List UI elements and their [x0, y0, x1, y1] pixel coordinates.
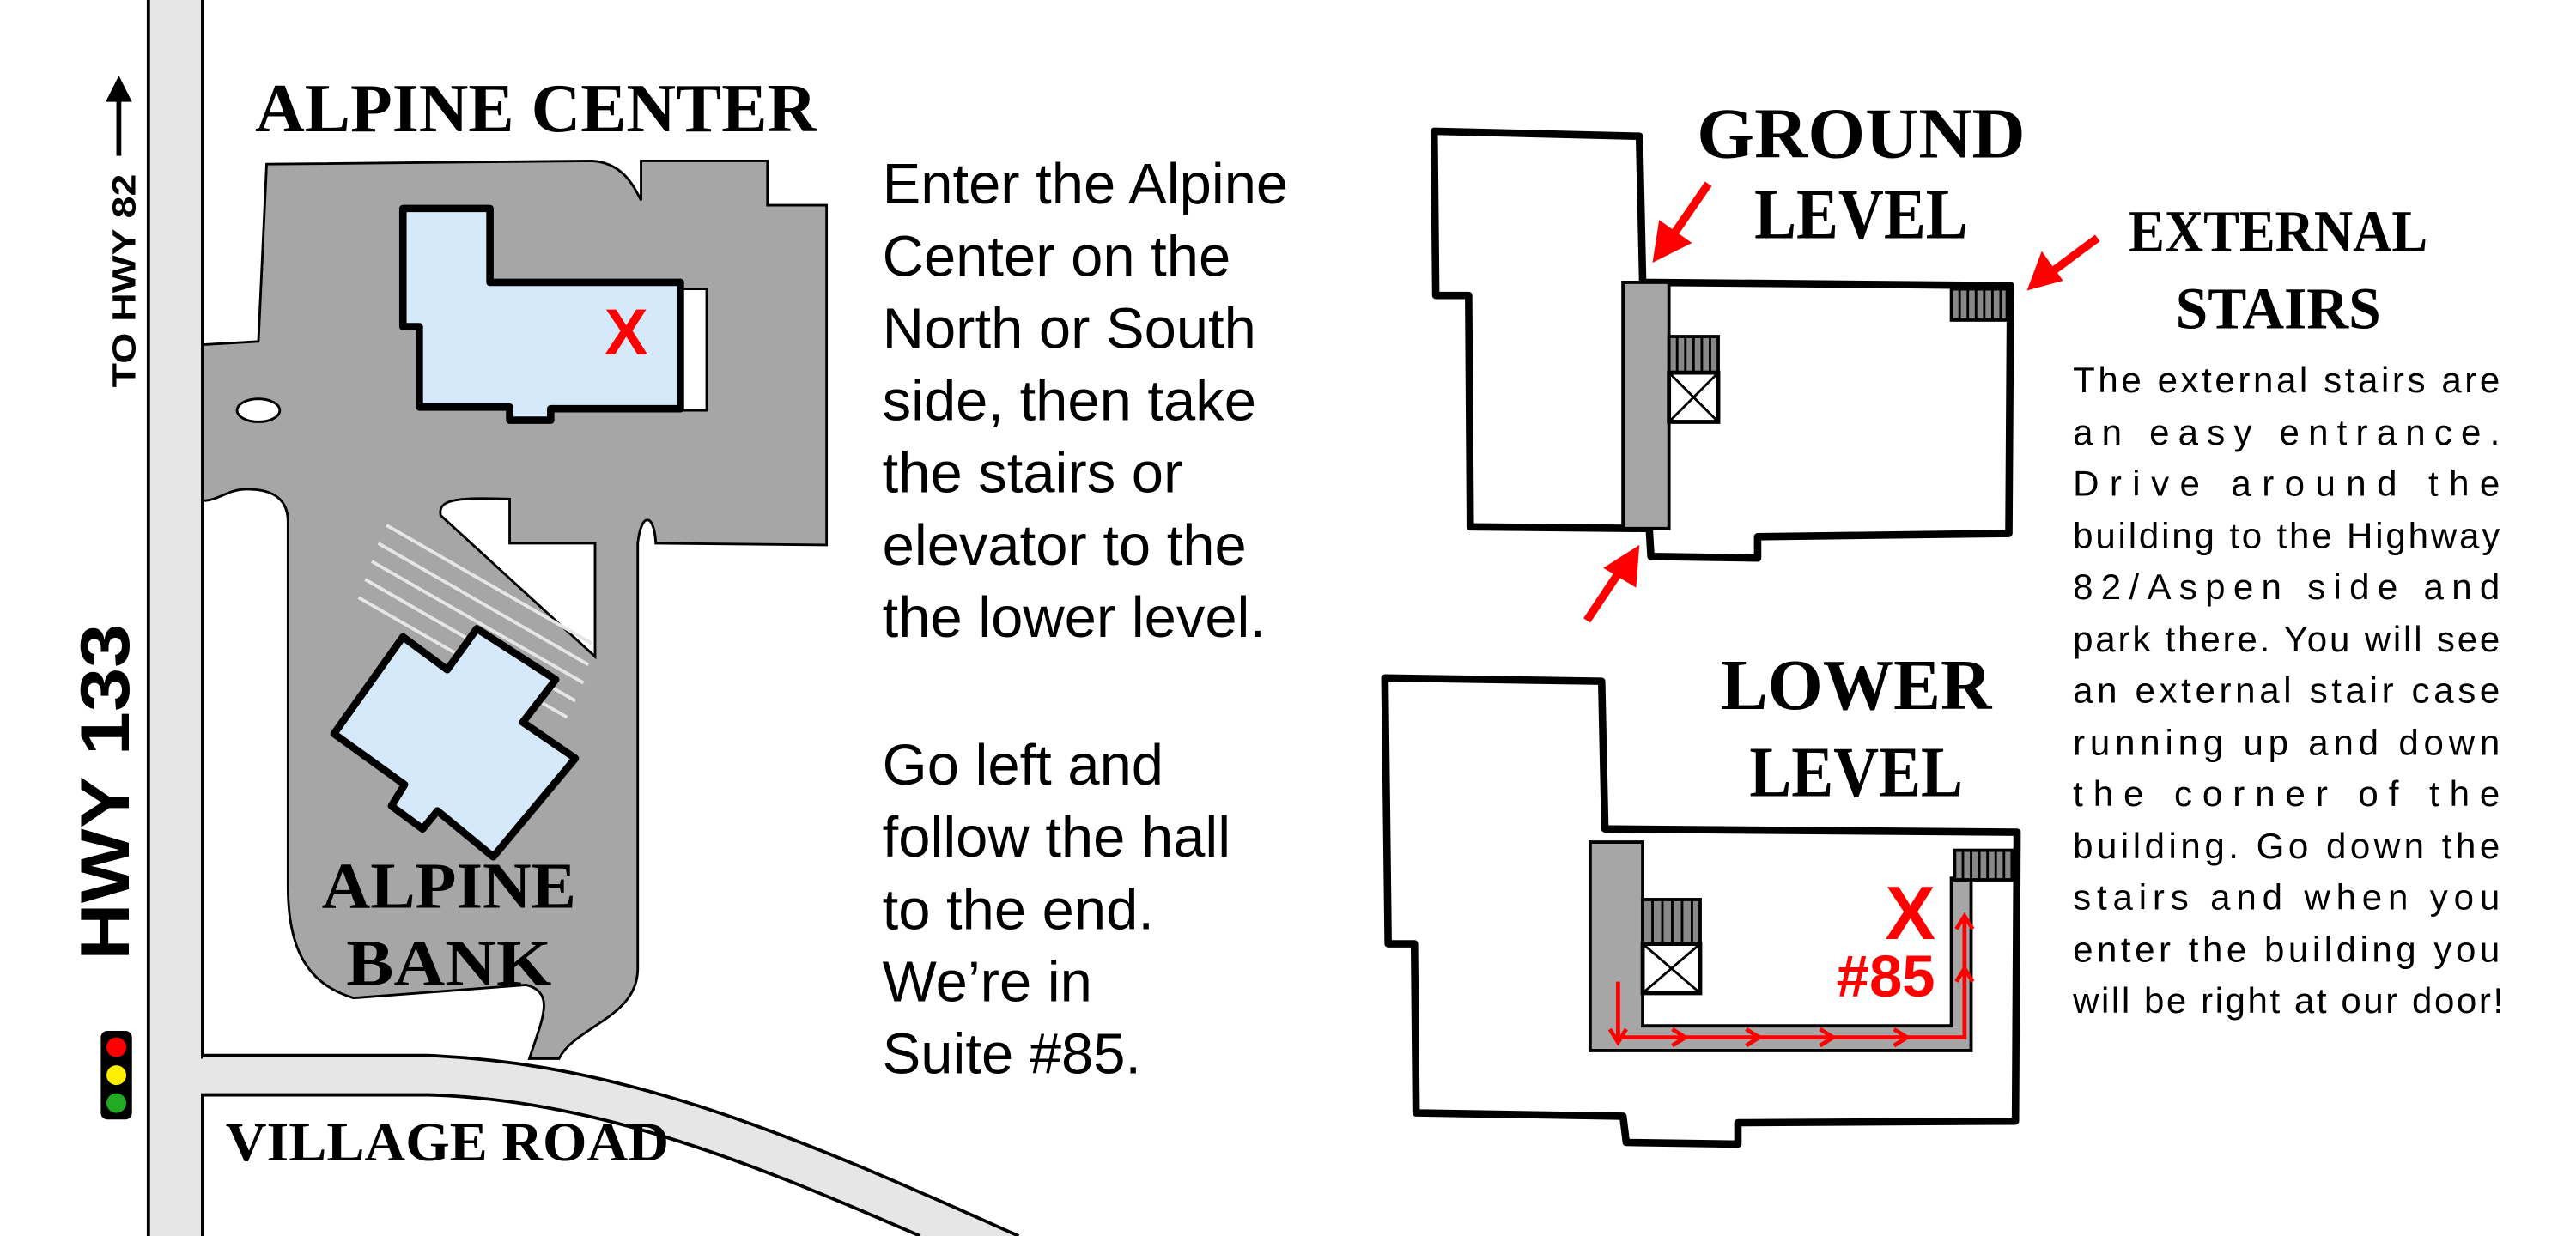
external-stairs-arrow-icon — [2026, 234, 2100, 291]
directions-line: elevator to the — [883, 513, 1247, 578]
external-stairs-title-1: EXTERNAL — [2129, 199, 2427, 264]
alpine-center-side-stairs — [678, 288, 708, 412]
directions-line: side, then take — [883, 369, 1256, 433]
route-path — [1607, 912, 1975, 1048]
directions-line: to the end. — [883, 877, 1154, 942]
suite-marker: X — [1885, 870, 1935, 955]
description-line: park there. You will see — [2073, 619, 2500, 659]
description-line: the corner of the — [2073, 773, 2500, 814]
entrance-arrows — [1583, 181, 2100, 623]
alpine-bank-building[interactable] — [330, 625, 580, 861]
village-road — [201, 1053, 1020, 1236]
description-line: an easy entrance. — [2073, 412, 2500, 452]
directions-paragraph-2: Go left and follow the hall to the end. … — [883, 733, 1231, 1087]
description-line: Drive around the — [2073, 464, 2500, 504]
external-stairs-icon — [1953, 848, 2014, 882]
directions-line: We’re in — [883, 950, 1092, 1015]
directions-line: Center on the — [883, 224, 1231, 288]
traffic-light-icon — [100, 1030, 132, 1120]
stairs-icon — [1641, 898, 1702, 946]
lot-island — [439, 497, 597, 660]
lower-level-title-1: LOWER — [1721, 645, 1993, 725]
elevator-icon — [1667, 370, 1721, 424]
village-road-label: VILLAGE ROAD — [226, 1112, 669, 1173]
alpine-center-building[interactable] — [398, 204, 684, 424]
directions-line: Go left and — [883, 733, 1163, 797]
hwy-133-label: HWY 133 — [67, 624, 144, 960]
description-line: an external stair case — [2073, 670, 2500, 710]
directions-line: the lower level. — [883, 585, 1266, 650]
external-stairs-title-2: STAIRS — [2176, 276, 2381, 341]
external-stairs-icon — [1949, 287, 2009, 322]
highway-133-road — [146, 0, 204, 1236]
ground-level-floorplan — [1430, 127, 2014, 562]
description-line: will be right at our door! — [2072, 980, 2503, 1021]
suite-location-marker: X — [605, 296, 648, 369]
description-line: 82/Aspen side and — [2073, 566, 2500, 607]
north-arrow-icon — [106, 75, 132, 156]
lot-island-oval — [235, 397, 282, 423]
elevator-icon — [1640, 942, 1703, 996]
to-hwy-82-label: TO HWY 82 — [106, 174, 143, 388]
ground-level-title-1: GROUND — [1697, 94, 2025, 174]
stairs-icon — [1667, 335, 1720, 375]
bank-label-line1: ALPINE — [322, 850, 576, 923]
ground-corridor — [1621, 281, 1671, 530]
ground-level-title-2: LEVEL — [1754, 174, 1968, 254]
description-line: stairs and when you — [2073, 876, 2500, 917]
lower-level-title-2: LEVEL — [1749, 732, 1963, 812]
external-stairs-description: The external stairs are an easy entrance… — [2072, 360, 2503, 1021]
directions-paragraph-1: Enter the Alpine Center on the North or … — [883, 152, 1289, 650]
lower-level-floorplan: X #85 — [1381, 674, 2021, 1148]
suite-number: #85 — [1837, 943, 1935, 1009]
description-line: The external stairs are — [2073, 360, 2500, 400]
map-title: ALPINE CENTER — [255, 70, 817, 147]
directions-line: follow the hall — [883, 805, 1231, 869]
south-entrance-arrow-icon — [1583, 544, 1640, 623]
directions-line: the stairs or — [883, 441, 1183, 506]
description-line: building to the Highway — [2073, 516, 2500, 556]
directions-line: Suite #85. — [883, 1022, 1141, 1087]
description-line: running up and down — [2073, 723, 2500, 763]
north-entrance-arrow-icon — [1652, 181, 1712, 263]
description-line: building. Go down the — [2073, 826, 2500, 866]
directions-line: North or South — [883, 296, 1256, 360]
bank-label-line2: BANK — [346, 926, 551, 999]
description-line: enter the building you — [2073, 930, 2500, 970]
directions-line: Enter the Alpine — [883, 152, 1289, 216]
